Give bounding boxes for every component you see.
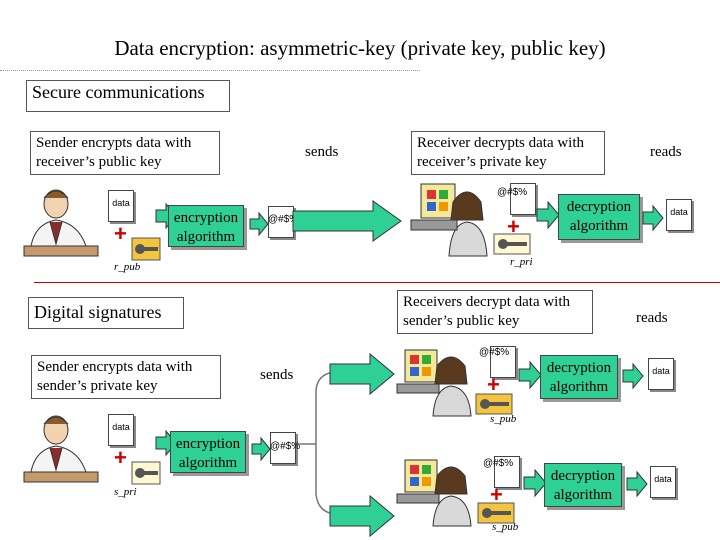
- signatures-sender-note: Sender encrypts data with sender’s priva…: [31, 355, 221, 399]
- secure-decryption-algorithm: decryption algorithm: [558, 194, 640, 240]
- receiver1-cipher-text: @#$%: [479, 347, 510, 358]
- secure-sender-key-icon: [131, 237, 161, 261]
- signatures-branch-lines: [298, 371, 339, 515]
- signatures-encryption-algorithm: encryption algorithm: [170, 431, 246, 473]
- secure-communications-heading: Secure communications: [26, 80, 230, 112]
- sender-person-icon: [23, 189, 99, 257]
- section-divider: [34, 282, 720, 283]
- signatures-reads-label: reads: [636, 310, 668, 326]
- signatures-sender-key-icon: [131, 461, 161, 485]
- receiver2-cipher-text: @#$%: [483, 458, 514, 469]
- secure-encryption-algorithm: encryption algorithm: [168, 205, 244, 247]
- secure-sender-note: Sender encrypts data with receiver’s pub…: [30, 131, 220, 175]
- receiver2-person-icon: [396, 459, 472, 527]
- secure-arrow-to-decryption: [536, 200, 560, 230]
- signatures-receiver-note: Receivers decrypt data with sender’s pub…: [397, 290, 593, 334]
- signatures-sender-key-label: s_pri: [114, 486, 137, 498]
- signatures-plain-data-doc: data: [108, 414, 134, 446]
- receiver1-cipher-doc: [490, 346, 516, 378]
- receiver1-key-label: s_pub: [490, 413, 517, 425]
- signatures-sends-arrow-bottom: [329, 494, 395, 538]
- signer-person-icon: [23, 415, 99, 483]
- secure-receiver-plus-icon: +: [507, 214, 520, 239]
- receiver1-person-icon: [396, 349, 472, 417]
- receiver1-decryption-algorithm: decryption algorithm: [540, 355, 618, 399]
- secure-plus-icon: +: [114, 221, 127, 246]
- receiver2-cipher-doc: [494, 456, 520, 488]
- secure-sends-arrow: [292, 200, 402, 242]
- signatures-sends-arrow-top: [329, 352, 395, 396]
- signatures-sends-label: sends: [260, 367, 294, 383]
- receiver2-plus-icon: +: [490, 482, 503, 507]
- digital-signatures-heading: Digital signatures: [28, 297, 184, 329]
- secure-receiver-key-icon: [493, 233, 531, 255]
- receiver1-arrow-to-data: [622, 362, 644, 390]
- secure-cipher-doc: [268, 206, 294, 238]
- title-divider: [0, 70, 420, 71]
- secure-received-cipher-text: @#$%: [497, 187, 528, 198]
- secure-sender-key-label: r_pub: [114, 261, 141, 273]
- secure-sends-label: sends: [305, 144, 339, 160]
- receiver1-key-icon: [475, 393, 513, 415]
- secure-decrypted-data-doc: data: [666, 199, 692, 231]
- secure-reads-label: reads: [650, 144, 682, 160]
- secure-cipher-text: @#$%: [268, 214, 299, 225]
- receiver2-decryption-algorithm: decryption algorithm: [544, 463, 622, 507]
- signatures-plus-icon: +: [114, 445, 127, 470]
- signatures-cipher-doc: [270, 432, 296, 464]
- page-title: Data encryption: asymmetric-key (private…: [114, 36, 606, 60]
- receiver2-decrypted-data-doc: data: [650, 466, 676, 498]
- receiver1-arrow-to-decryption: [518, 360, 542, 390]
- receiver1-plus-icon: +: [487, 372, 500, 397]
- receiver2-arrow-to-decryption: [523, 468, 547, 498]
- signatures-arrow-to-cipher: [251, 436, 271, 462]
- secure-arrow-to-data: [642, 204, 664, 232]
- secure-plain-data-doc: data: [108, 190, 134, 222]
- secure-arrow-to-cipher: [249, 211, 269, 237]
- receiver2-key-icon: [477, 502, 515, 524]
- receiver2-arrow-to-data: [626, 470, 648, 498]
- receiver1-decrypted-data-doc: data: [648, 358, 674, 390]
- receiver2-key-label: s_pub: [492, 521, 519, 533]
- secure-received-cipher-doc: [510, 183, 536, 215]
- secure-receiver-note: Receiver decrypts data with receiver’s p…: [411, 131, 605, 175]
- receiver-person-icon: [410, 183, 488, 257]
- signatures-cipher-text: @#$%: [270, 441, 301, 452]
- secure-receiver-key-label: r_pri: [510, 256, 533, 268]
